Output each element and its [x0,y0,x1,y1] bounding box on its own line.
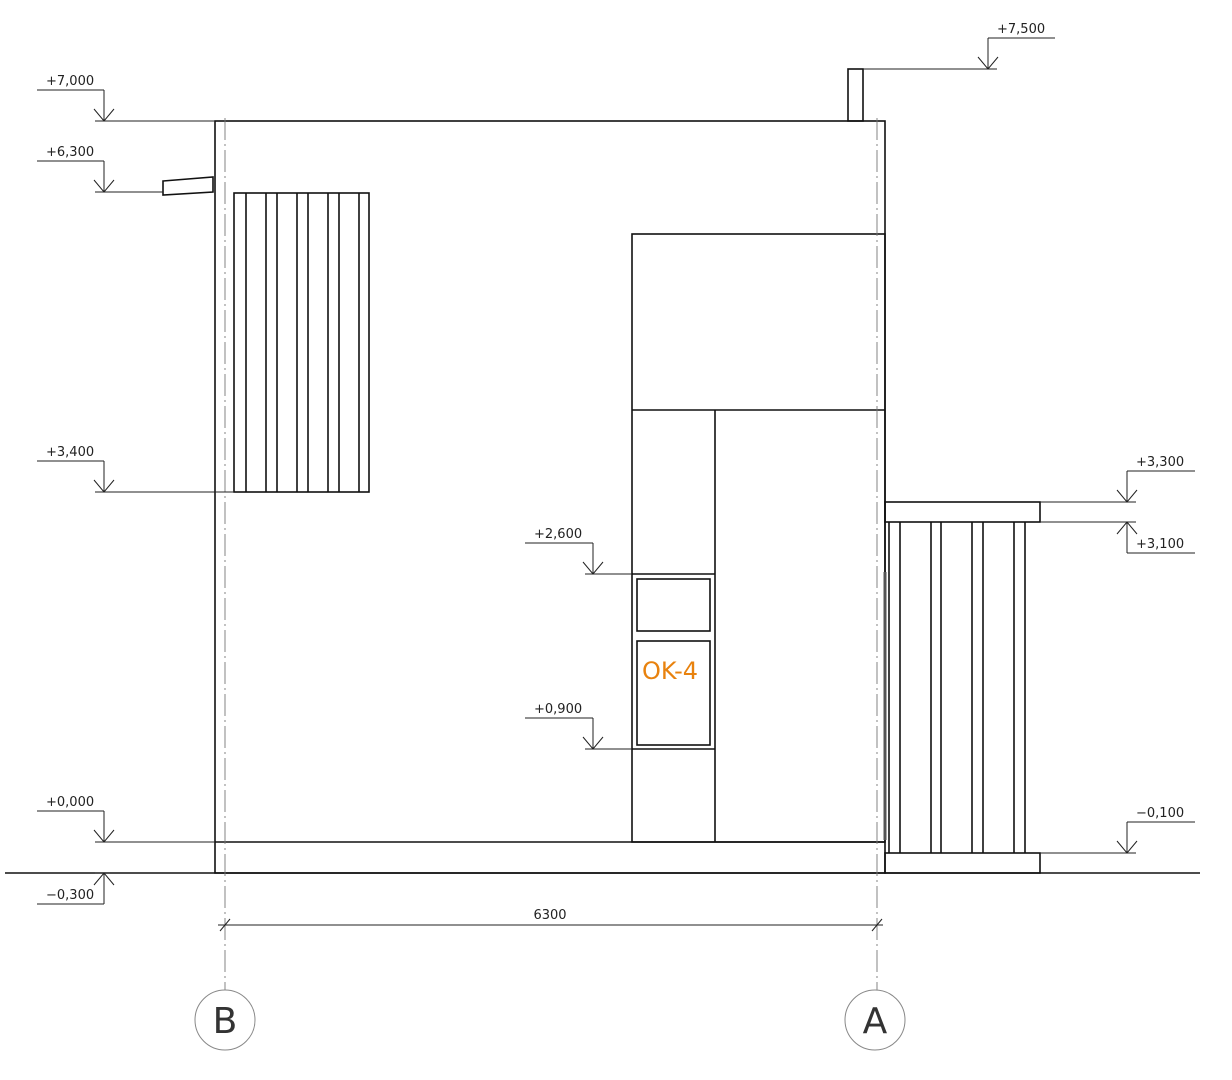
canopy [162,176,214,196]
elevation-marker-window-bottom: +0,900 [525,702,632,750]
elevation-label: +3,300 [1136,455,1184,470]
elevation-label: +0,000 [46,795,94,810]
elevation-label: −0,300 [46,888,94,903]
axis-label-a: A [863,1001,888,1042]
elevation-marker-porch-roof-bottom: +3,100 [1040,521,1195,554]
axis-bubble-a [844,989,906,1051]
window-ok-4 [636,578,711,746]
elevation-label: +7,000 [46,74,94,89]
elevation-label: +3,400 [46,445,94,460]
elevation-marker-top-chimney: +7,500 [863,22,1055,70]
axis-label-b: B [213,1001,238,1042]
chimney [847,68,864,122]
elevation-label: +2,600 [534,527,582,542]
axis-bubble-b [194,989,256,1051]
dimension-label: 6300 [533,908,566,923]
facade-block [631,233,886,843]
window-mark-label: OK-4 [642,657,698,685]
elevation-marker-window-top: +2,600 [525,527,632,575]
louver-panel-left [233,192,370,493]
elevation-marker-canopy: +6,300 [37,145,163,193]
elevation-marker-porch-roof-top: +3,300 [1040,455,1195,503]
elevation-marker-ground: −0,300 [37,872,115,905]
dimension-line [218,918,883,932]
elevation-label: −0,100 [1136,806,1184,821]
elevation-label: +3,100 [1136,537,1184,552]
elevation-label: +0,900 [534,702,582,717]
elevation-marker-roof: +7,000 [37,74,215,122]
elevation-label: +6,300 [46,145,94,160]
elevation-marker-porch-floor: −0,100 [1040,806,1195,854]
elevation-marker-louver-bottom: +3,400 [37,445,234,493]
elevation-marker-floor: +0,000 [37,795,215,843]
porch [884,501,1041,874]
elevation-label: +7,500 [997,22,1045,37]
